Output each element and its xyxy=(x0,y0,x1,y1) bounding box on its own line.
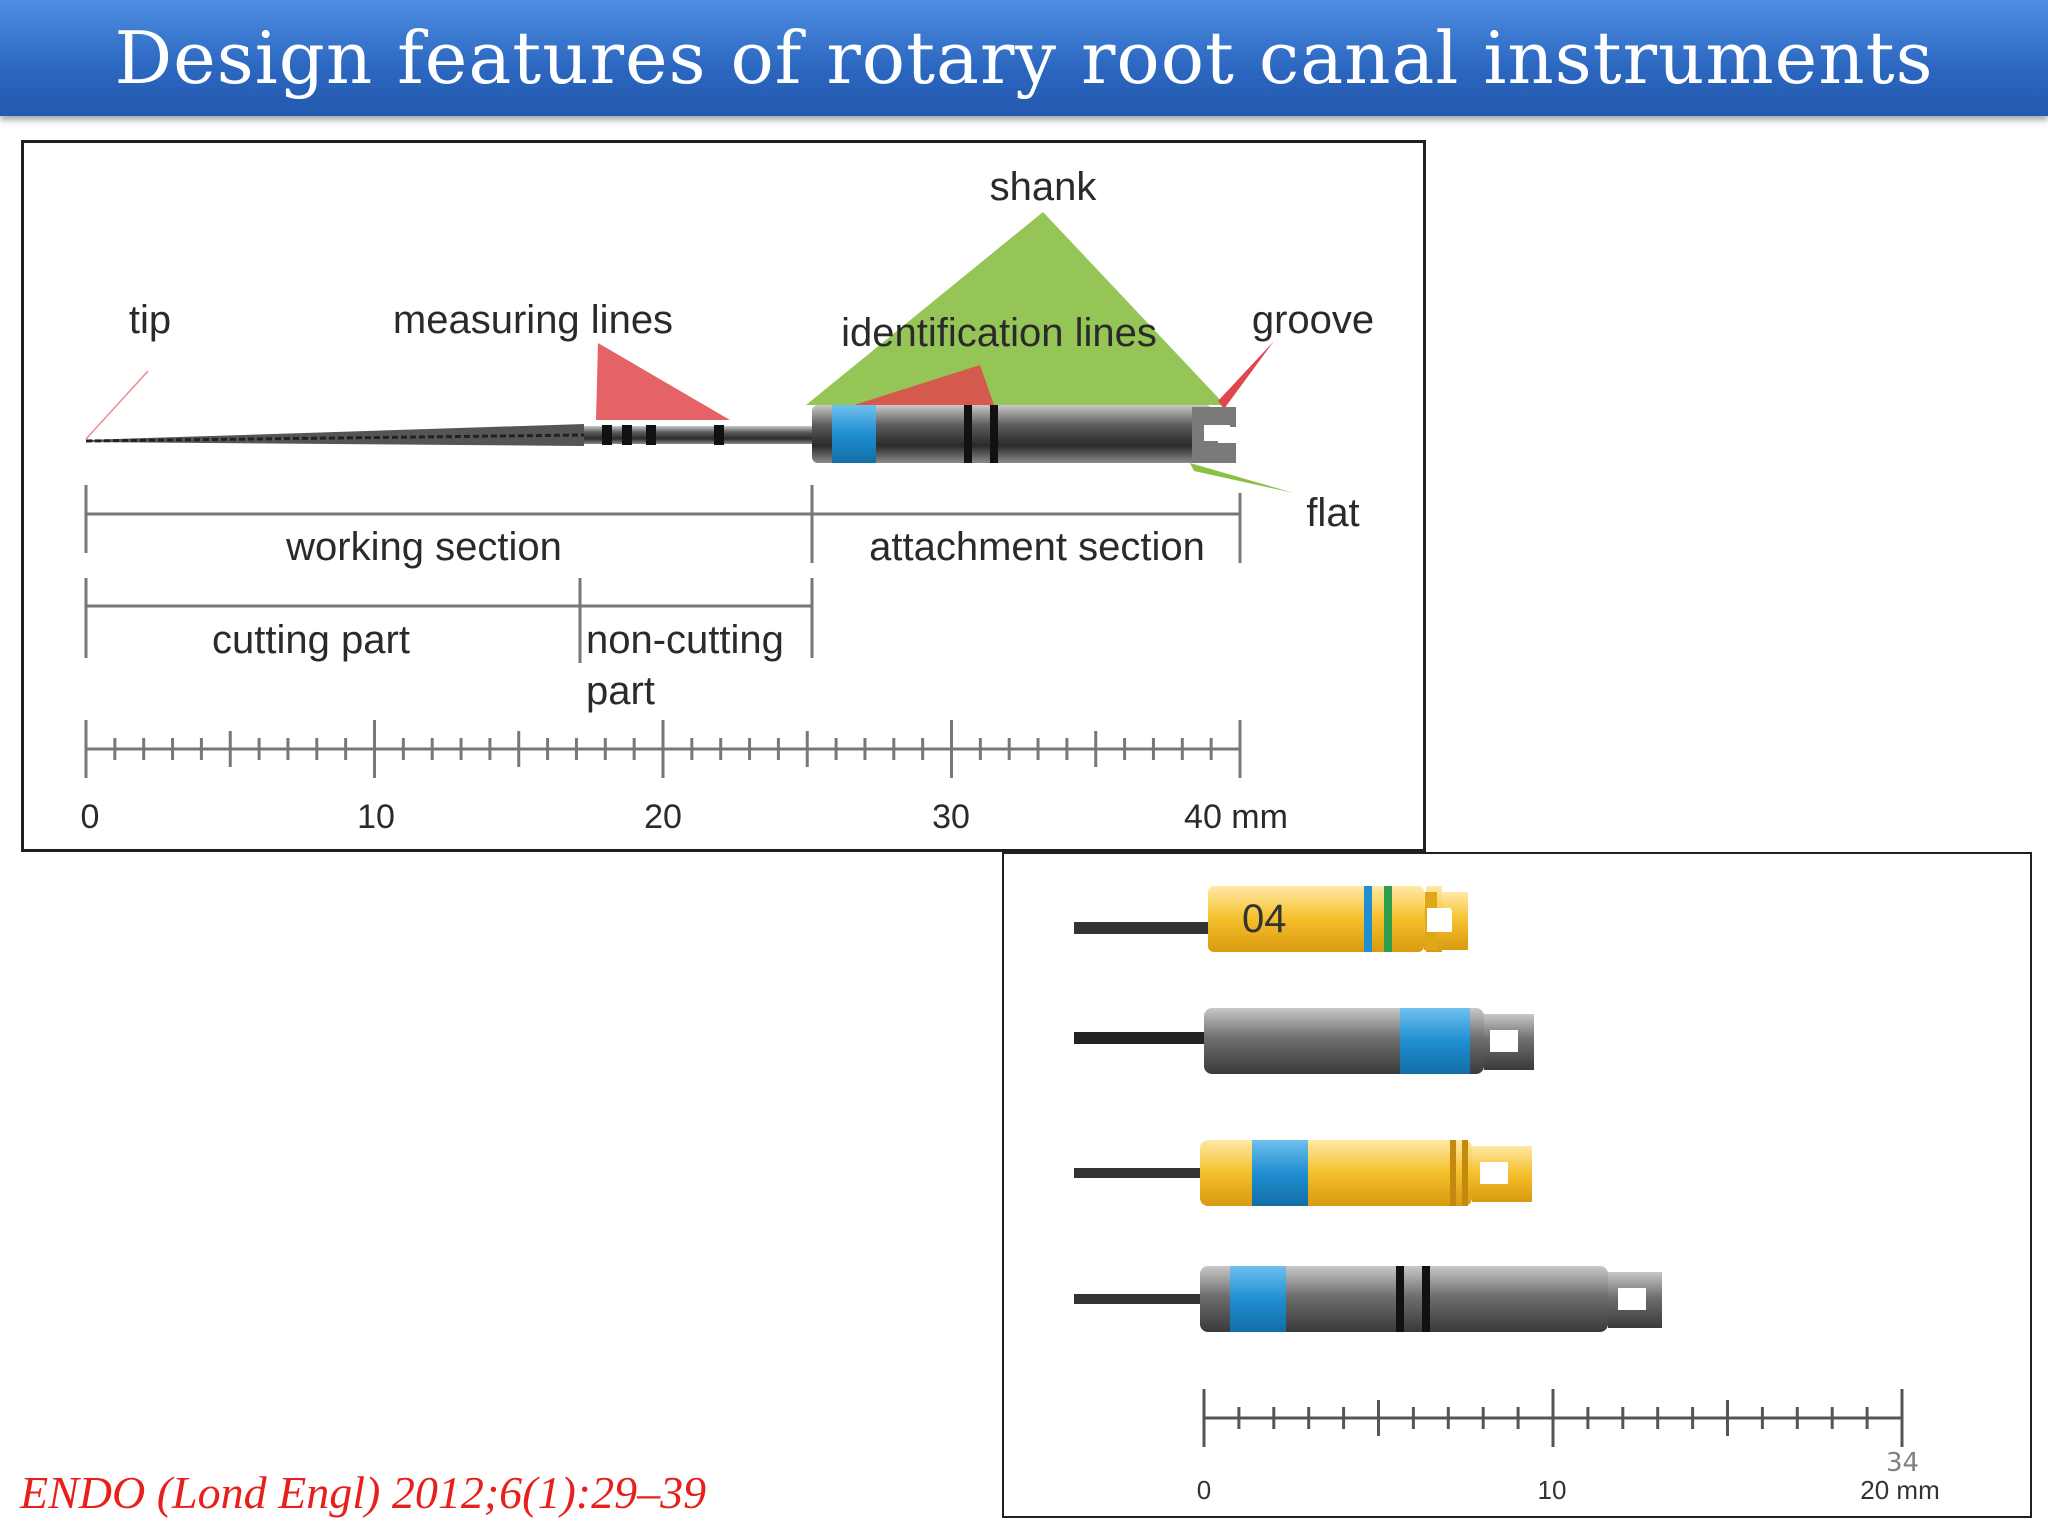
instrument-handles-diagram: 04 xyxy=(1074,886,1940,1505)
label-flat: flat xyxy=(1306,491,1359,535)
file-neck xyxy=(584,426,834,444)
handle-1-label: 04 xyxy=(1242,897,1287,941)
label-tip: tip xyxy=(129,298,171,342)
label-cutting-part: cutting part xyxy=(212,618,410,662)
label-non-cutting: non-cutting xyxy=(586,618,784,662)
label-attachment-section: attachment section xyxy=(869,525,1205,569)
title-bar: Design features of rotary root canal ins… xyxy=(0,0,2048,116)
label-groove: groove xyxy=(1252,298,1374,342)
handle-4 xyxy=(1074,1266,1662,1332)
mm-scale xyxy=(84,720,1242,778)
label-identification-lines: identification lines xyxy=(841,311,1157,355)
instrument-anatomy-panel: shank tip measuring lines identification… xyxy=(21,140,1426,852)
handles-scale-tick-label: 20 mm xyxy=(1860,1475,1939,1505)
groove-callout xyxy=(1218,341,1274,409)
label-measuring-lines: measuring lines xyxy=(393,298,673,342)
tip-callout-line xyxy=(85,370,149,440)
page-number: 34 xyxy=(1886,1448,1920,1478)
scale-tick-label: 30 xyxy=(932,798,970,836)
instrument-shank xyxy=(812,405,1212,463)
instrument-anatomy-diagram: shank tip measuring lines identification… xyxy=(81,165,1375,836)
file-working-part xyxy=(86,424,584,446)
label-working-section: working section xyxy=(285,525,562,569)
scale-tick-label: 0 xyxy=(81,798,100,836)
label-part: part xyxy=(586,669,655,713)
handles-scale-tick-label: 10 xyxy=(1538,1475,1567,1505)
handles-scale-tick-label: 0 xyxy=(1197,1475,1211,1505)
label-shank: shank xyxy=(990,165,1098,209)
handle-2 xyxy=(1074,1008,1534,1074)
handle-1: 04 xyxy=(1074,886,1468,952)
slide-title: Design features of rotary root canal ins… xyxy=(114,16,1934,100)
identification-lines-callout xyxy=(854,365,994,405)
citation: ENDO (Lond Engl) 2012;6(1):29–39 xyxy=(20,1467,707,1518)
measuring-lines-callout xyxy=(596,343,730,420)
handles-mm-scale xyxy=(1202,1389,1904,1447)
shank-callout xyxy=(806,212,1225,405)
blue-ring xyxy=(832,405,876,463)
scale-tick-label: 20 xyxy=(644,798,682,836)
scale-tick-label: 10 xyxy=(357,798,395,836)
flat-callout xyxy=(1190,463,1294,493)
scale-tick-label: 40 mm xyxy=(1184,798,1288,836)
handle-3 xyxy=(1074,1140,1532,1206)
instrument-handles-panel: 04 xyxy=(1002,852,2032,1518)
